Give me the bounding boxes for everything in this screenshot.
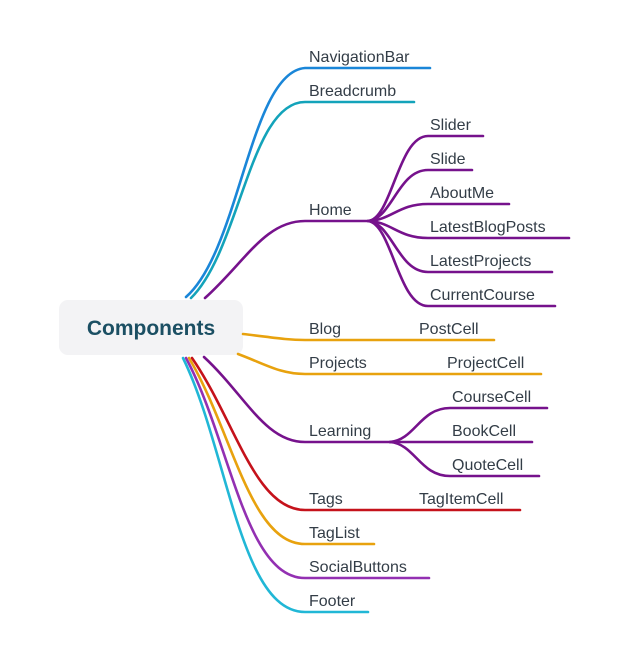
edge-aboutme (366, 202, 511, 223)
node-tags[interactable]: Tags (309, 491, 343, 508)
node-coursecell[interactable]: CourseCell (452, 389, 531, 406)
node-slider[interactable]: Slider (430, 117, 472, 134)
node-aboutme[interactable]: AboutMe (430, 185, 494, 202)
node-slide[interactable]: Slide (430, 151, 466, 168)
node-navigationbar[interactable]: NavigationBar (309, 49, 410, 66)
node-projectcell[interactable]: ProjectCell (447, 355, 524, 372)
root-node-box (59, 300, 243, 355)
edge-quotecell (388, 440, 541, 478)
node-home[interactable]: Home (309, 202, 352, 219)
node-latestblogposts[interactable]: LatestBlogPosts (430, 219, 546, 236)
edge-slider (366, 134, 485, 223)
root-node-label: Components (87, 317, 215, 340)
node-currentcourse[interactable]: CurrentCourse (430, 287, 535, 304)
edge-learning (202, 355, 392, 444)
edge-navigationbar (184, 66, 432, 299)
node-taglist[interactable]: TagList (309, 525, 360, 542)
node-tagitemcell[interactable]: TagItemCell (419, 491, 503, 508)
edge-footer (181, 356, 370, 614)
edge-breadcrumb (189, 100, 416, 300)
node-blog[interactable]: Blog (309, 321, 341, 338)
edge-coursecell (388, 406, 549, 444)
edge-currentcourse (366, 219, 557, 308)
node-footer[interactable]: Footer (309, 593, 356, 610)
edge-home (203, 219, 370, 300)
node-quotecell[interactable]: QuoteCell (452, 457, 523, 474)
edge-slide (366, 168, 474, 223)
edge-projects (236, 352, 543, 376)
node-bookcell[interactable]: BookCell (452, 423, 516, 440)
node-postcell[interactable]: PostCell (419, 321, 479, 338)
root-node[interactable]: Components (59, 300, 243, 355)
node-projects[interactable]: Projects (309, 355, 367, 372)
edge-socialbuttons (184, 356, 431, 580)
node-breadcrumb[interactable]: Breadcrumb (309, 83, 396, 100)
edge-taglist (187, 356, 376, 546)
node-socialbuttons[interactable]: SocialButtons (309, 559, 407, 576)
node-learning[interactable]: Learning (309, 423, 371, 440)
node-latestprojects[interactable]: LatestProjects (430, 253, 531, 270)
edge-tags (190, 356, 522, 512)
edge-blog (241, 332, 496, 342)
